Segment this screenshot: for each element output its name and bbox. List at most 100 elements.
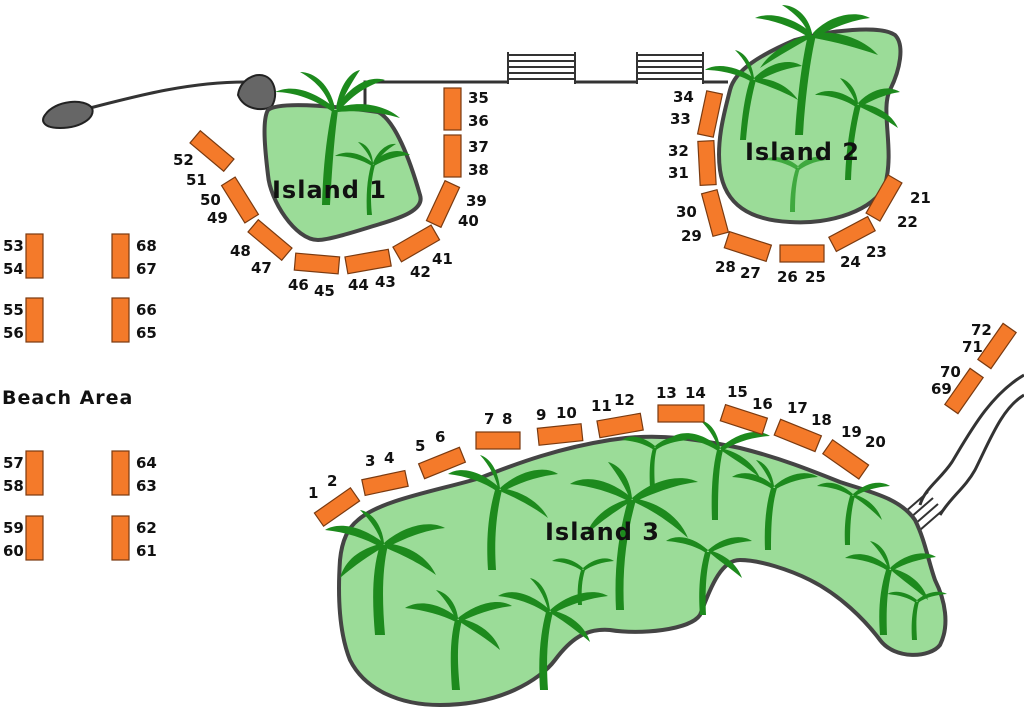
cabana-number: 50 <box>200 191 221 209</box>
rock-north <box>236 74 277 111</box>
cabana-number: 13 <box>656 384 677 402</box>
cabana-69-70[interactable]: 69 70 <box>931 363 985 415</box>
cabana-number: 19 <box>841 423 862 441</box>
cabana-51-52[interactable]: 51 52 <box>173 129 235 189</box>
cabana-number: 29 <box>681 227 702 245</box>
palm-tree-icon <box>325 510 445 635</box>
cabana-number: 22 <box>897 213 918 231</box>
cabana-number: 23 <box>866 243 887 261</box>
cabana-7-8[interactable]: 7 8 <box>475 410 521 450</box>
island-2[interactable]: Island 2 <box>705 5 903 225</box>
cabana-number: 45 <box>314 282 335 300</box>
cabana-number: 26 <box>777 268 798 286</box>
cabana-11-12[interactable]: 11 12 <box>591 391 644 439</box>
cabana-61-62[interactable]: 61 62 <box>111 515 157 561</box>
cabana-45-46[interactable]: 45 46 <box>288 252 341 300</box>
island-1[interactable]: Island 1 <box>262 70 423 242</box>
cabana-number: 70 <box>940 363 961 381</box>
cabana-number: 28 <box>715 258 736 276</box>
cabana-17-18[interactable]: 17 18 <box>773 399 832 453</box>
cabana-number: 54 <box>3 260 24 278</box>
cabana-number: 30 <box>676 203 697 221</box>
cabana-5-6[interactable]: 5 6 <box>415 428 467 480</box>
rocks <box>42 74 277 130</box>
cabana-57-58[interactable]: 57 58 <box>3 450 44 496</box>
cabana-53-54[interactable]: 53 54 <box>3 233 44 279</box>
cabana-number: 69 <box>931 380 952 398</box>
cabana-number: 37 <box>468 138 489 156</box>
cabana-21-22[interactable]: 21 22 <box>865 174 931 231</box>
cabana-number: 42 <box>410 263 431 281</box>
palm-tree-icon <box>815 78 900 180</box>
cabana-27-28[interactable]: 27 28 <box>715 230 773 282</box>
cabana-25-26[interactable]: 25 26 <box>777 244 826 286</box>
cabana-37-38[interactable]: 37 38 <box>443 134 489 179</box>
cabana-67-68[interactable]: 67 68 <box>111 233 157 279</box>
cabana-23-24[interactable]: 23 24 <box>828 215 887 271</box>
cabana-49-50[interactable]: 49 50 <box>200 176 260 227</box>
cabana-number: 66 <box>136 301 157 319</box>
walkways <box>89 80 1024 516</box>
cabana-number: 49 <box>207 209 228 227</box>
palm-tree-icon <box>570 462 698 610</box>
cabana-number: 25 <box>805 268 826 286</box>
cabana-71-72[interactable]: 71 72 <box>962 321 1018 370</box>
island-3[interactable]: Island 3 <box>325 420 948 707</box>
cabana-number: 4 <box>384 449 394 467</box>
cabana-19-20[interactable]: 19 20 <box>821 423 886 480</box>
cabana-3-4[interactable]: 3 4 <box>361 449 409 497</box>
cabana-47-48[interactable]: 47 48 <box>230 218 293 277</box>
cabanas: 1 2 3 4 5 6 7 8 9 10 11 12 <box>3 87 1018 561</box>
cabana-39-40[interactable]: 39 40 <box>425 179 487 230</box>
cabana-15-16[interactable]: 15 16 <box>719 383 773 436</box>
walkway-west <box>89 80 247 110</box>
bridge-1[interactable] <box>507 52 576 84</box>
cabana-number: 10 <box>556 404 577 422</box>
cabana-35-36[interactable]: 35 36 <box>443 87 489 131</box>
cabana-number: 71 <box>962 338 983 356</box>
cabana-number: 44 <box>348 276 369 294</box>
cabana-59-60[interactable]: 59 60 <box>3 515 44 561</box>
cabana-number: 15 <box>727 383 748 401</box>
palm-tree-icon <box>817 482 890 545</box>
cabana-number: 34 <box>673 88 694 106</box>
cabana-number: 5 <box>415 437 425 455</box>
cabana-number: 20 <box>865 433 886 451</box>
palm-tree-icon <box>672 420 770 520</box>
cabana-number: 57 <box>3 454 24 472</box>
cabana-number: 65 <box>136 324 157 342</box>
cabana-63-64[interactable]: 63 64 <box>111 450 157 496</box>
cabana-number: 67 <box>136 260 157 278</box>
cabana-number: 6 <box>435 428 445 446</box>
walkway-east <box>918 373 1024 506</box>
cabana-29-30[interactable]: 29 30 <box>676 188 730 245</box>
cabana-number: 72 <box>971 321 992 339</box>
cabana-65-66[interactable]: 65 66 <box>111 297 157 343</box>
cabana-number: 43 <box>375 273 396 291</box>
cabana-number: 56 <box>3 324 24 342</box>
rock-west <box>42 100 94 130</box>
cabana-number: 16 <box>752 395 773 413</box>
cabana-number: 2 <box>327 472 337 490</box>
cabana-number: 18 <box>811 411 832 429</box>
cabana-33-34[interactable]: 33 34 <box>670 88 724 138</box>
bridge-2[interactable] <box>636 52 704 84</box>
cabana-31-32[interactable]: 31 32 <box>668 139 717 187</box>
cabana-number: 68 <box>136 237 157 255</box>
cabana-number: 39 <box>466 192 487 210</box>
cabana-number: 60 <box>3 542 24 560</box>
cabana-13-14[interactable]: 13 14 <box>656 384 706 423</box>
cabana-41-42[interactable]: 41 42 <box>392 224 453 281</box>
cabana-55-56[interactable]: 55 56 <box>3 297 44 343</box>
palm-tree-icon <box>275 70 400 205</box>
cabana-1-2[interactable]: 1 2 <box>308 472 361 528</box>
cabana-number: 24 <box>840 253 861 271</box>
cabana-number: 33 <box>670 110 691 128</box>
walkway-east-2 <box>938 393 1024 516</box>
bridge-3[interactable] <box>904 491 944 531</box>
island-3-label: Island 3 <box>545 518 660 546</box>
cabana-43-44[interactable]: 43 44 <box>344 248 396 294</box>
cabana-number: 59 <box>3 519 24 537</box>
cabana-9-10[interactable]: 9 10 <box>536 404 584 446</box>
cabana-number: 48 <box>230 242 251 260</box>
